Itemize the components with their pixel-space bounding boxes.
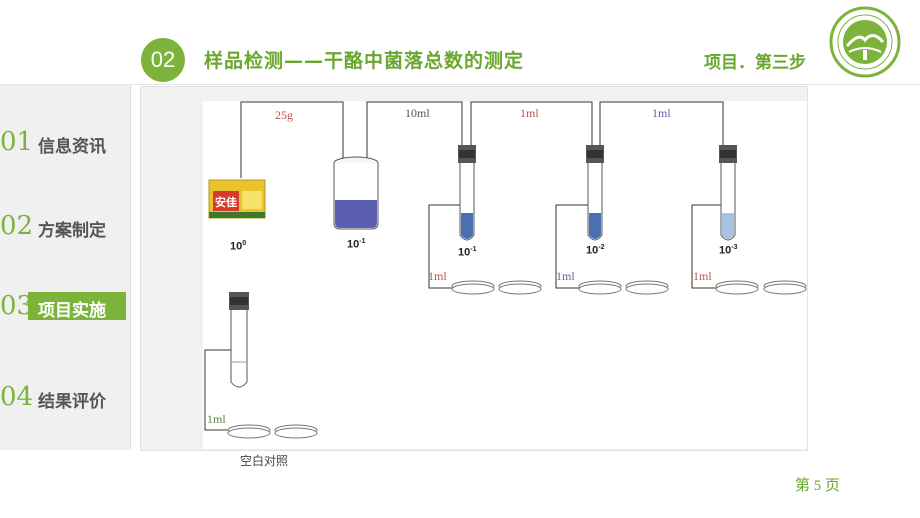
petri-dish-icon (715, 280, 759, 295)
transfer-line-1ml-b (599, 101, 724, 148)
sidebar-item-label: 项目实施 (38, 301, 106, 321)
cheese-sample-icon (208, 179, 266, 219)
sidebar-item-label: 信息资讯 (38, 137, 106, 157)
header-divider (0, 84, 920, 85)
sample-brand-text: 安佳 (215, 196, 237, 209)
petri-dish-icon (498, 280, 542, 295)
plating-label: 1ml (556, 269, 575, 283)
school-logo (829, 6, 901, 78)
blank-line (204, 349, 235, 431)
plating-label: 1ml (693, 269, 712, 283)
dilution-label: 100 (230, 240, 247, 253)
transfer-label: 25g (275, 108, 293, 122)
dilution-label: 10-1 (347, 238, 366, 251)
sidebar-item-implementation[interactable]: 03 项目实施 (0, 291, 130, 321)
diagram-canvas (203, 101, 807, 449)
sidebar-item-plan[interactable]: 02 方案制定 (0, 211, 130, 241)
transfer-label: 10ml (405, 106, 430, 120)
transfer-line-10ml (366, 101, 463, 168)
sidebar-item-label: 方案制定 (38, 221, 106, 241)
blank-plating-label: 1ml (207, 412, 226, 426)
blank-test-tube-icon (229, 292, 249, 388)
petri-dish-icon (451, 280, 495, 295)
sidebar-item-number: 04 (0, 382, 34, 412)
sidebar-item-info[interactable]: 01 信息资讯 (0, 127, 130, 157)
sidebar-item-evaluation[interactable]: 04 结果评价 (0, 382, 130, 412)
plating-label: 1ml (428, 269, 447, 283)
test-tube-1-icon (458, 145, 476, 241)
petri-dish-icon (763, 280, 807, 295)
test-tube-2-icon (586, 145, 604, 241)
petri-dish-icon (578, 280, 622, 295)
page-number: 第 5 页 (795, 478, 841, 494)
transfer-line-1ml-a (470, 101, 593, 148)
sidebar-item-number: 03 (0, 291, 34, 321)
sidebar-item-label: 结果评价 (38, 392, 106, 412)
petri-dish-icon (227, 424, 271, 439)
plating-line-2 (555, 204, 590, 289)
page-title: 样品检测——干酪中菌落总数的测定 (204, 50, 525, 72)
active-highlight (28, 292, 126, 320)
plating-line-3 (691, 204, 722, 289)
transfer-label: 1ml (520, 106, 539, 120)
sidebar-item-number: 01 (0, 127, 34, 157)
dilution-label: 10-3 (719, 244, 738, 257)
petri-dish-icon (625, 280, 669, 295)
sidebar-item-number: 02 (0, 211, 34, 241)
dilution-label: 10-1 (458, 246, 477, 259)
beaker-icon (333, 156, 379, 230)
project-step-label: 项目．第三步 (704, 53, 806, 73)
blank-control-caption: 空白对照 (240, 454, 289, 468)
test-tube-3-icon (719, 145, 737, 241)
transfer-line-25g (240, 101, 344, 178)
plating-line-1 (428, 204, 462, 289)
transfer-label: 1ml (652, 106, 671, 120)
dilution-label: 10-2 (586, 244, 605, 257)
sidebar (0, 85, 131, 450)
petri-dish-icon (274, 424, 318, 439)
section-number-badge: 02 (141, 38, 185, 82)
